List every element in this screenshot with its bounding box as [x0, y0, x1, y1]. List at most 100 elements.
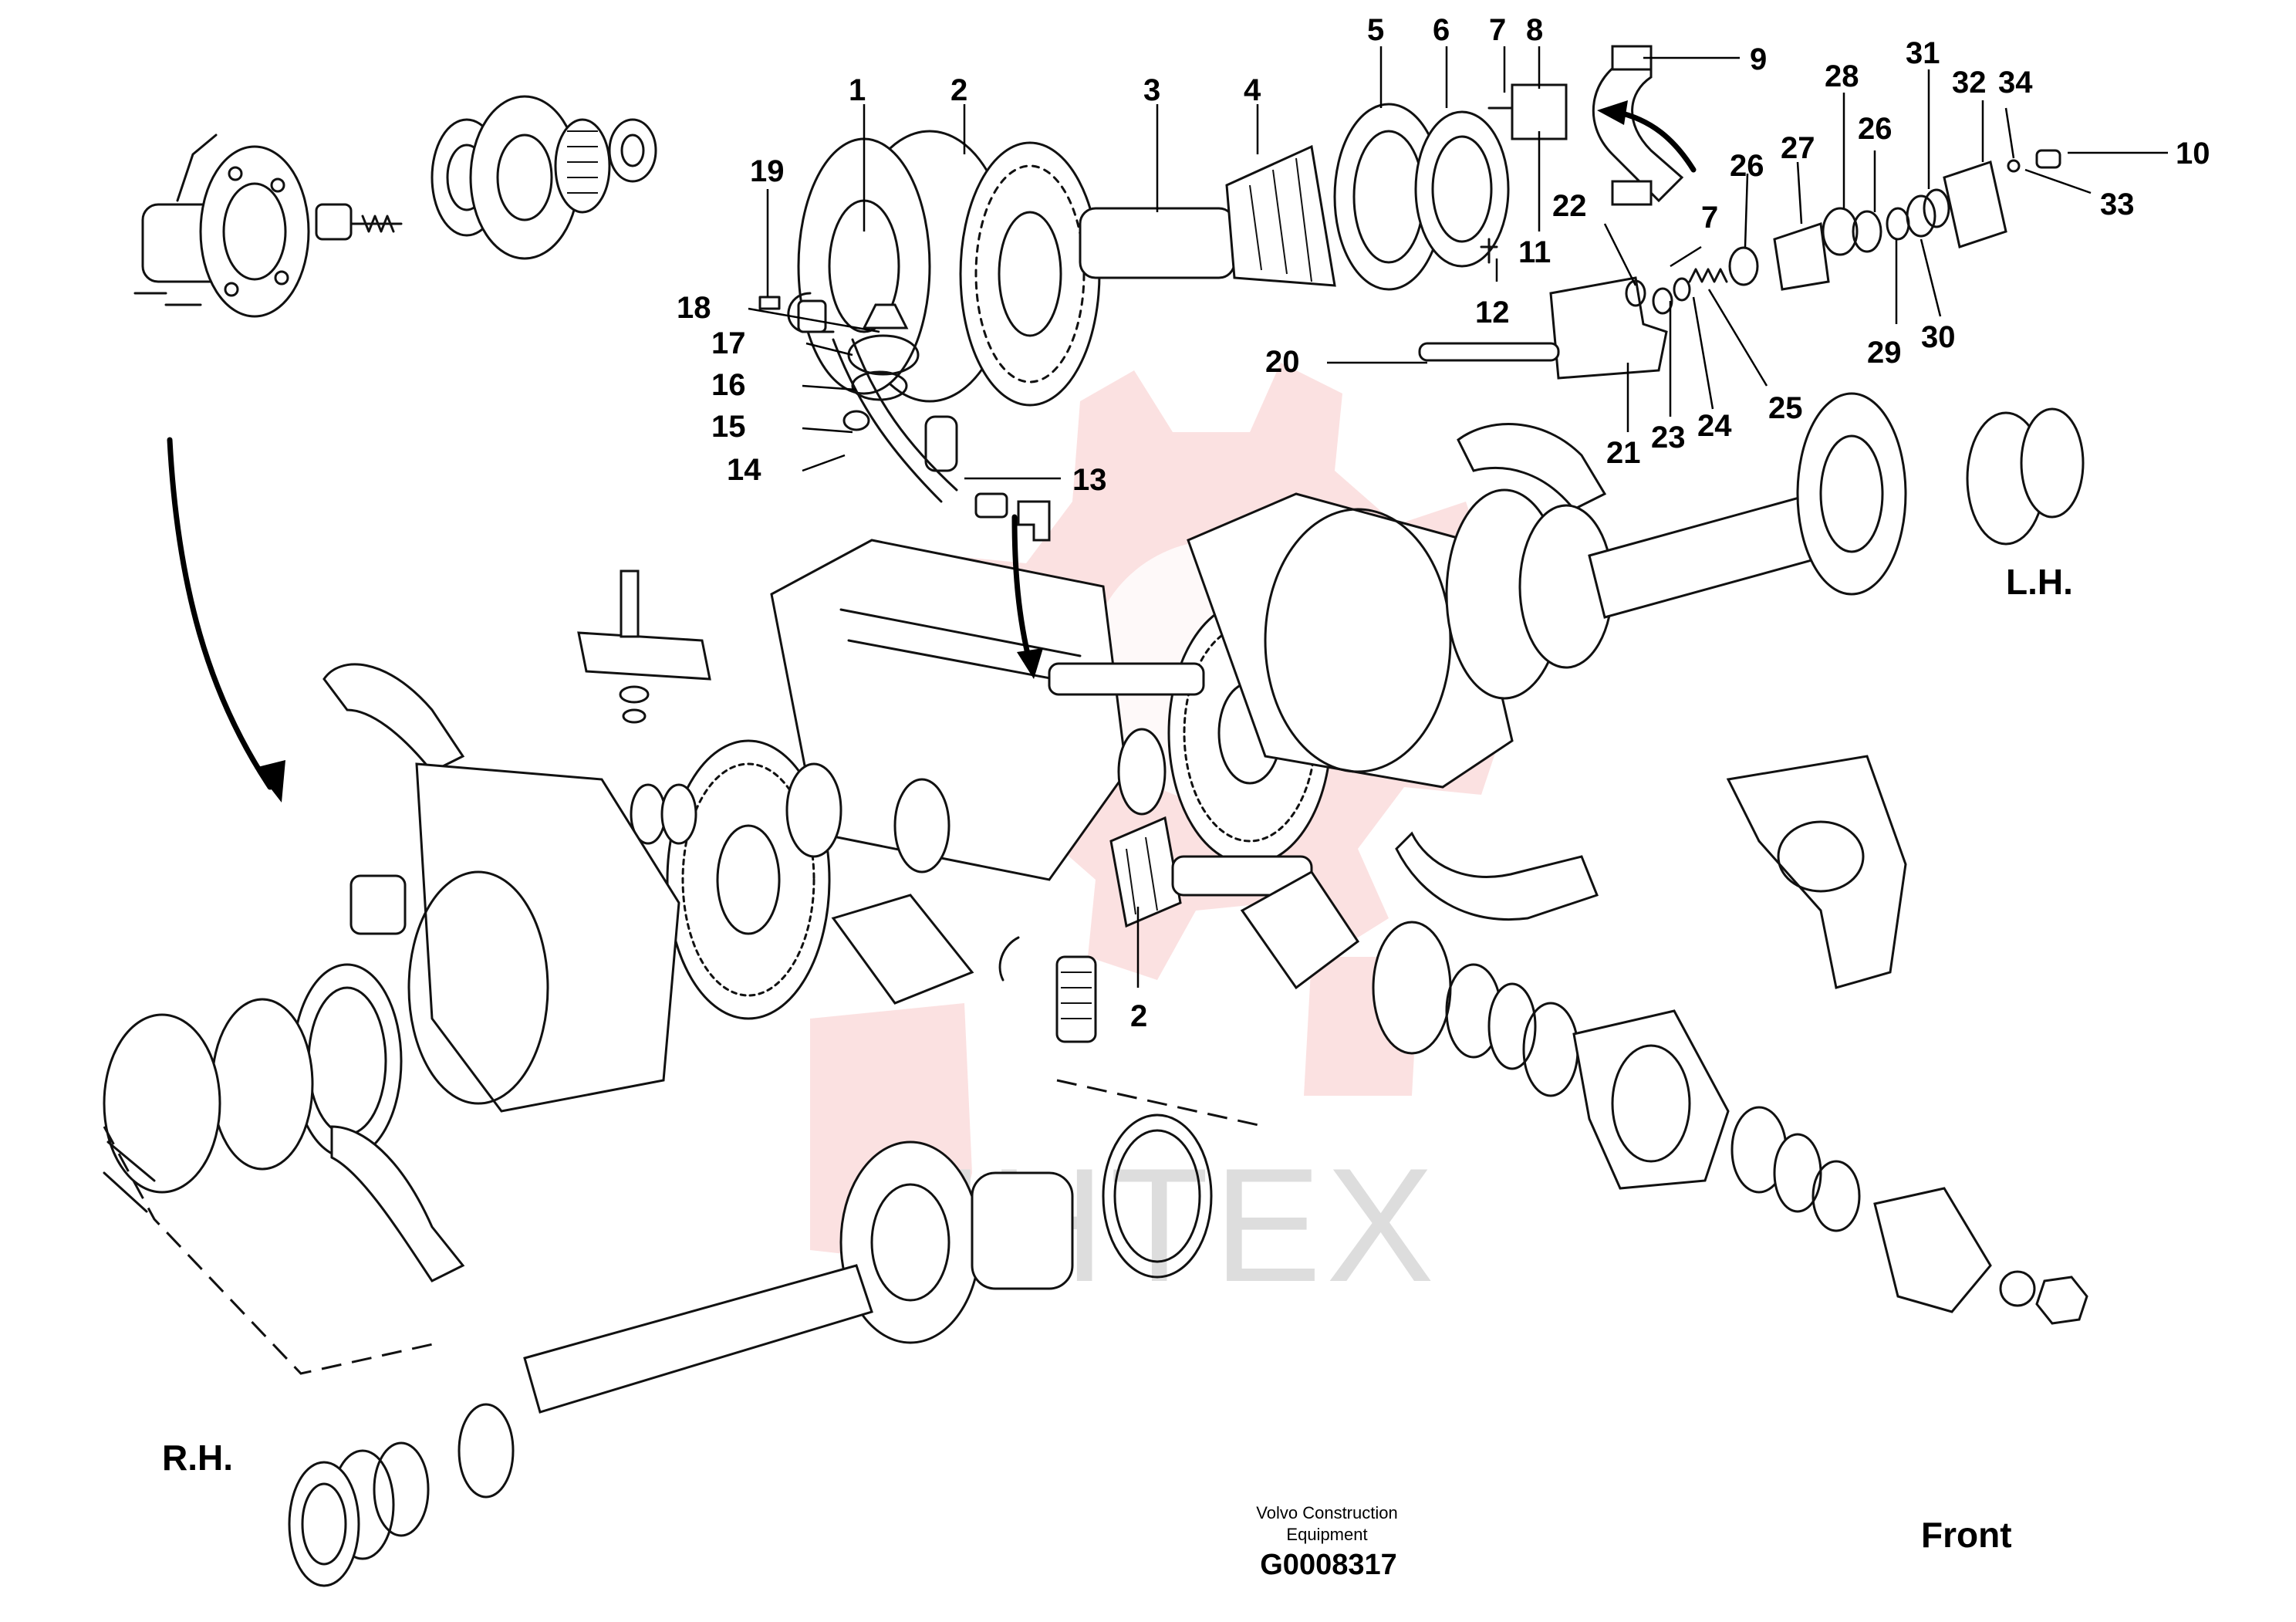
part-number-15: 15 — [711, 410, 746, 444]
bracket-plate — [577, 631, 711, 681]
lh-shaft — [1588, 492, 1830, 619]
arrow-center — [1011, 514, 1033, 667]
part-number-labels: 1 2 3 4 5 6 7 8 9 10 11 12 13 14 15 16 1… — [677, 13, 2210, 1033]
part-number-30: 30 — [1921, 320, 1956, 354]
part-number-13: 13 — [1072, 463, 1107, 497]
bevel-pinion-2 — [1109, 816, 1182, 928]
rh-final-drive — [103, 663, 680, 1375]
diagram-code: G0008317 — [1260, 1549, 1397, 1581]
bearing-ring-b — [211, 998, 314, 1171]
drive-shaft — [1079, 207, 1236, 279]
part-number-31: 31 — [1906, 36, 1940, 70]
lh-housing — [1187, 492, 1514, 789]
washer-23 — [1652, 287, 1673, 315]
shift-fork-assembly — [1418, 45, 2061, 380]
part-number-32: 32 — [1952, 66, 1987, 100]
front-seal — [1372, 921, 1452, 1055]
shift-fork — [1592, 52, 1684, 203]
crown-gear — [959, 141, 1101, 407]
cylinder-housing-21 — [1549, 276, 1668, 380]
part-number-1: 1 — [849, 73, 866, 107]
arrow-small — [998, 936, 1020, 982]
differential-assembly — [758, 103, 1510, 472]
bolt-19 — [758, 296, 781, 310]
part-number-26b: 26 — [1858, 112, 1893, 146]
arrow-shift — [1613, 109, 1697, 173]
part-number-7: 7 — [1489, 13, 1506, 47]
part-number-5: 5 — [1367, 13, 1384, 47]
label-front: Front — [1921, 1515, 2012, 1555]
sleeve-13 — [924, 415, 958, 472]
washer-22 — [1625, 279, 1646, 307]
lh-wheel-hub — [1796, 392, 1907, 596]
front-housing — [1572, 1009, 1730, 1190]
front-yoke — [1873, 1187, 1992, 1313]
part-number-21: 21 — [1606, 436, 1641, 470]
sensor-10 — [2035, 149, 2061, 169]
lh-final-drive — [1187, 392, 2085, 989]
pinion-gear — [1225, 144, 1336, 287]
label-lh: L.H. — [2006, 562, 2073, 602]
part-number-23: 23 — [1651, 421, 1686, 454]
front-nut — [2035, 1276, 2088, 1325]
part-number-14: 14 — [727, 453, 761, 487]
ring-6 — [1414, 110, 1510, 268]
lock-washer — [1999, 1270, 2036, 1307]
brake-caliper — [349, 874, 407, 935]
o-ring-26b — [1852, 210, 1882, 253]
rh-shaft — [523, 1264, 873, 1414]
pinion-17 — [862, 303, 909, 329]
washer-29 — [1886, 207, 1910, 241]
part-number-34: 34 — [1998, 66, 2033, 100]
part-number-9: 9 — [1750, 42, 1767, 76]
part-number-8: 8 — [1526, 13, 1543, 47]
part-number-11: 11 — [1518, 235, 1551, 269]
shift-rod-20 — [1418, 342, 1560, 362]
part-number-10: 10 — [2176, 137, 2210, 171]
rh-shaft-seal — [288, 1461, 360, 1587]
cover-32 — [1943, 161, 2007, 248]
rh-hub-assembly — [133, 95, 657, 318]
part-number-12: 12 — [1475, 296, 1510, 329]
piston-27 — [1773, 222, 1830, 291]
upper-half-ring — [322, 663, 465, 773]
lower-half-ring — [330, 1125, 465, 1282]
part-number-25: 25 — [1768, 391, 1803, 425]
part-number-16: 16 — [711, 368, 746, 402]
credit-block: Volvo Construction Equipment G0008317 — [1256, 1503, 1397, 1581]
part-number-20: 20 — [1265, 345, 1300, 379]
front-output-assembly — [1372, 921, 2088, 1325]
ring-31 — [1923, 188, 1950, 228]
rh-seal-ring — [1102, 1113, 1213, 1279]
strainer — [1055, 955, 1097, 1043]
lh-seal — [2020, 407, 2085, 519]
fork-block — [1511, 83, 1568, 140]
final-drive-housing — [415, 762, 680, 1113]
part-number-24: 24 — [1697, 409, 1732, 443]
part-number-18: 18 — [677, 291, 711, 325]
flange-plate — [1240, 870, 1360, 990]
lh-lower-half-ring — [1395, 831, 1599, 921]
part-number-17: 17 — [711, 326, 746, 360]
part-number-4: 4 — [1244, 73, 1261, 107]
lh-bracket — [1726, 755, 1907, 989]
leader-lines — [748, 46, 2168, 988]
rh-dash-line — [103, 1126, 441, 1375]
ring-30 — [1906, 194, 1936, 238]
washer-34 — [2007, 159, 2021, 173]
rh-axle-shaft — [288, 1079, 1266, 1587]
side-labels: L.H. R.H. Front — [162, 562, 2073, 1555]
part-number-6: 6 — [1433, 13, 1450, 47]
intermediate-shaft — [1048, 662, 1205, 696]
part-number-29: 29 — [1867, 336, 1902, 370]
part-number-7b: 7 — [1701, 201, 1718, 235]
pin-14 — [842, 410, 870, 431]
part-number-26a: 26 — [1730, 149, 1764, 183]
part-number-22: 22 — [1552, 189, 1587, 223]
direction-arrows — [167, 100, 1697, 982]
part-number-27: 27 — [1781, 131, 1815, 165]
part-number-19: 19 — [750, 154, 785, 188]
spring-25 — [1688, 268, 1728, 283]
part-number-2b: 2 — [1130, 999, 1147, 1033]
